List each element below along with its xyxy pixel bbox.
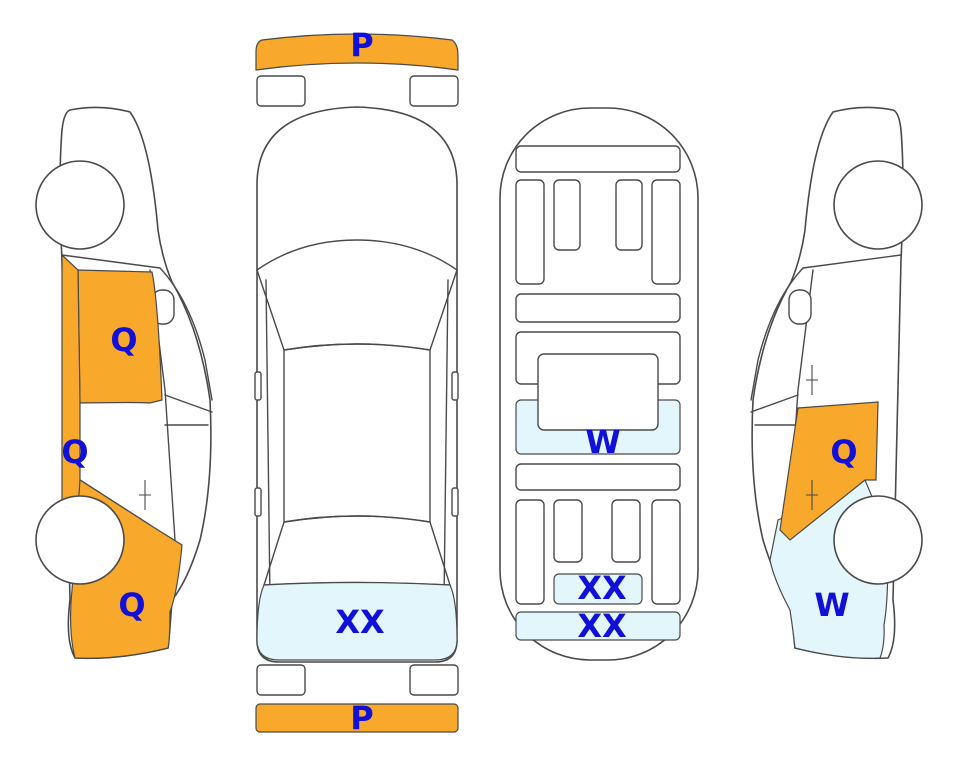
rear-right-tire <box>410 665 458 695</box>
right-rear-wheel <box>834 496 922 584</box>
left-front-door-code: Q <box>110 321 137 359</box>
rear-bumper-code: P <box>350 699 373 737</box>
left-rear-quarter-code: Q <box>118 586 145 624</box>
underside-rear-code-1: XX <box>577 569 627 607</box>
top-body-outline <box>257 107 457 662</box>
right-mirror <box>789 290 811 324</box>
trunk-code: XX <box>335 603 385 641</box>
top-view: P XX P <box>255 26 458 737</box>
right-side-view: Q W <box>751 107 922 658</box>
front-right-tire <box>410 76 458 106</box>
front-bumper-code: P <box>350 26 373 64</box>
front-left-tire <box>257 76 305 106</box>
right-rear-quarter-code: W <box>814 586 849 624</box>
left-rocker-code: Q <box>61 433 88 471</box>
underside-fuel-tank <box>538 354 658 430</box>
underside-rear-code-2: XX <box>577 607 627 645</box>
right-rear-door-code: Q <box>830 433 857 471</box>
left-rear-wheel <box>36 496 124 584</box>
rear-left-tire <box>257 665 305 695</box>
left-side-view: Q Q Q <box>36 107 212 658</box>
right-front-wheel <box>834 161 922 249</box>
underside-center-code: W <box>585 423 620 461</box>
left-front-wheel <box>36 161 124 249</box>
underside-view: W XX XX <box>500 108 698 660</box>
